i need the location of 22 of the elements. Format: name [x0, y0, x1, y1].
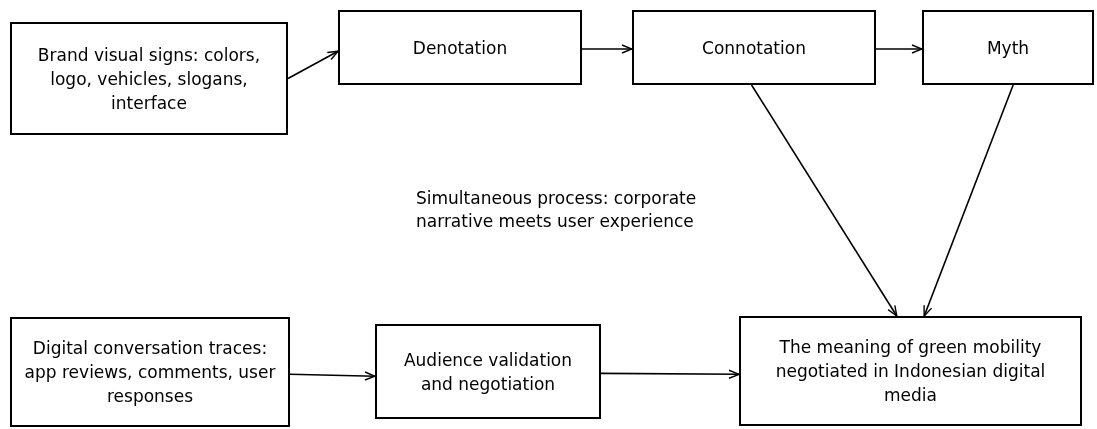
arrow [287, 50, 339, 80]
box-label: Denotation [412, 36, 508, 60]
box-label: Myth [986, 36, 1030, 60]
process-box [632, 10, 876, 85]
arrow [600, 369, 740, 379]
box-label: Connotation [702, 36, 806, 60]
note-text: Simultaneous process: corporate narrative meets user experience [416, 187, 698, 233]
arrow [875, 44, 923, 54]
box-label: Audience validation and negotiation [402, 348, 574, 396]
arrow [289, 371, 376, 381]
arrow [750, 84, 898, 317]
box-label: The meaning of green mobility negotiated in Indonesian digital media [774, 336, 1047, 407]
process-box [10, 317, 290, 427]
box-label: Brand visual signs: colors, logo, vehicles, slogans, interface [36, 43, 262, 115]
process-box [375, 324, 601, 419]
process-box [739, 316, 1082, 426]
arrow [923, 84, 1014, 317]
box-label: Digital conversation traces: app reviews, comments, user responses [24, 337, 276, 408]
process-box [338, 10, 582, 85]
arrow [581, 44, 633, 54]
process-box [10, 22, 288, 135]
process-box [922, 10, 1094, 85]
